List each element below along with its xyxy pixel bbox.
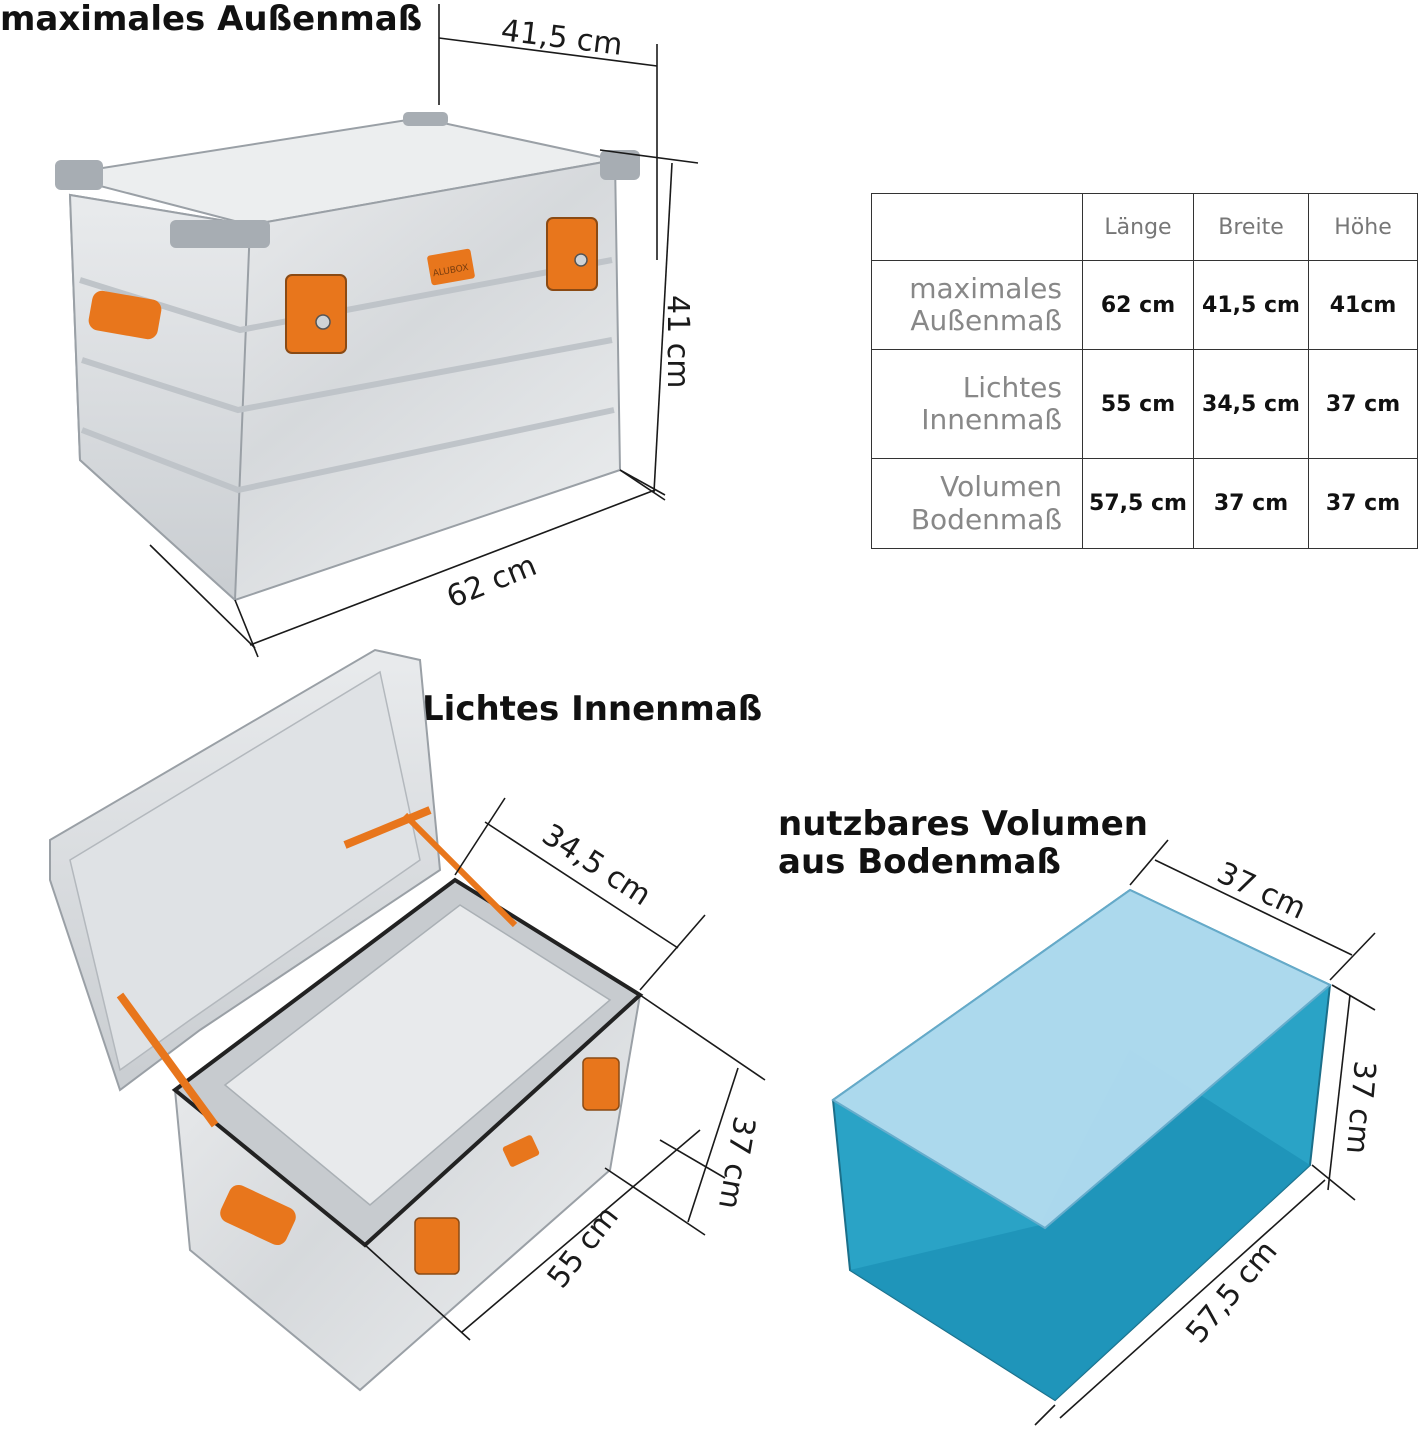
closed-box-illustration: ALUBOX [55, 112, 640, 603]
table-row: Volumen Bodenmaß 57,5 cm 37 cm 37 cm [871, 458, 1418, 549]
table-cell: 62 cm [1082, 260, 1194, 350]
table-cell: 37 cm [1308, 458, 1418, 549]
volume-height-label: 37 cm [1339, 1059, 1382, 1155]
table-row-label: maximales Außenmaß [871, 260, 1083, 350]
outer-length-label: 62 cm [442, 548, 542, 615]
table-header-width: Breite [1193, 193, 1309, 261]
table-header-length: Länge [1082, 193, 1194, 261]
table-cell: 41,5 cm [1193, 260, 1309, 350]
table-header-height: Höhe [1308, 193, 1418, 261]
table-cell: 34,5 cm [1193, 349, 1309, 459]
table-row-label: Lichtes Innenmaß [871, 349, 1083, 459]
heading-outer-dimensions: maximales Außenmaß [0, 0, 423, 39]
open-box-illustration [49, 648, 644, 1392]
table-header-row: Länge Breite Höhe [871, 193, 1418, 261]
table-row: maximales Außenmaß 62 cm 41,5 cm 41cm [871, 260, 1418, 350]
outer-dimension-lines [149, 4, 699, 658]
inner-width-label: 34,5 cm [536, 817, 657, 913]
volume-dimension-lines [1034, 839, 1376, 1426]
dimensions-table: Länge Breite Höhe maximales Außenmaß 62 … [871, 193, 1418, 549]
volume-width-label: 37 cm [1212, 856, 1311, 927]
table-row-label: Volumen Bodenmaß [871, 458, 1083, 549]
heading-usable-volume: nutzbares Volumen aus Bodenmaß [778, 804, 1148, 883]
outer-width-label: 41,5 cm [499, 13, 624, 63]
heading-inner-dimensions: Lichtes Innenmaß [422, 689, 763, 729]
volume-cuboid-illustration [831, 888, 1332, 1402]
table-cell: 55 cm [1082, 349, 1194, 459]
table-header-empty [871, 193, 1083, 261]
table-cell: 57,5 cm [1082, 458, 1194, 549]
table-cell: 41cm [1308, 260, 1418, 350]
table-cell: 37 cm [1308, 349, 1418, 459]
table-cell: 37 cm [1193, 458, 1309, 549]
table-row: Lichtes Innenmaß 55 cm 34,5 cm 37 cm [871, 349, 1418, 459]
inner-dimension-lines [364, 797, 766, 1341]
outer-height-label: 41 cm [660, 295, 695, 388]
